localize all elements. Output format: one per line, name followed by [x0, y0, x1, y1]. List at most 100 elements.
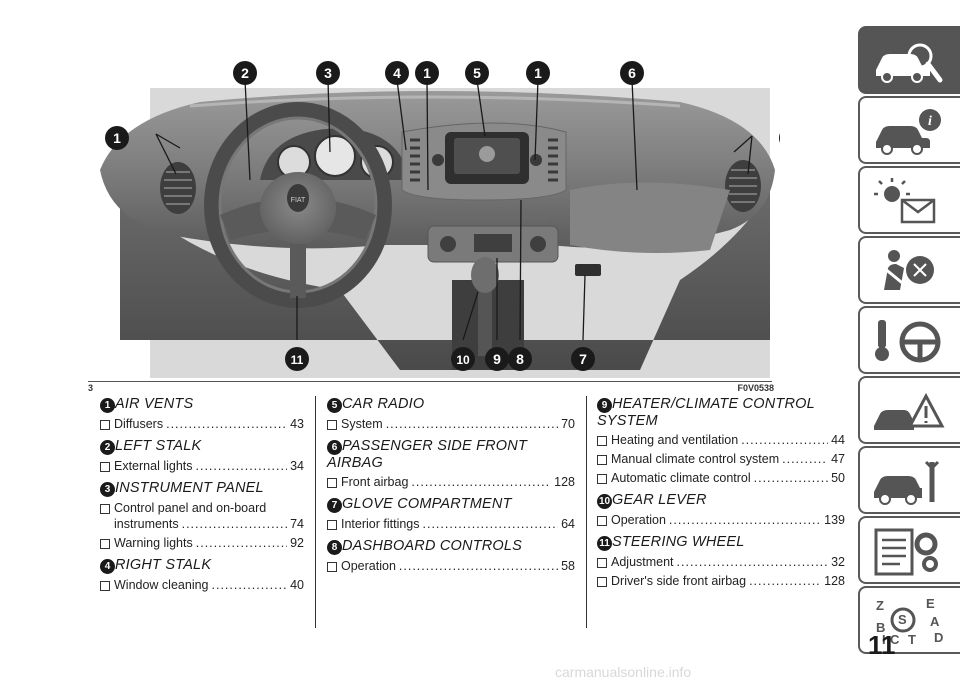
svg-text:6: 6: [628, 65, 636, 81]
index-entry[interactable]: Adjustment32: [597, 554, 845, 570]
svg-text:1: 1: [534, 65, 542, 81]
figure-rule: [88, 381, 772, 382]
bullet-box-icon: [597, 474, 607, 484]
page-ref: 74: [290, 517, 304, 531]
section-number: 9: [597, 398, 612, 413]
index-entry[interactable]: Window cleaning40: [100, 577, 304, 593]
svg-text:S: S: [898, 612, 907, 627]
tab-car-info[interactable]: i: [858, 96, 960, 164]
section-number: 4: [100, 559, 115, 574]
tab-technical-data[interactable]: [858, 516, 960, 584]
tab-maintenance[interactable]: [858, 446, 960, 514]
svg-text:1: 1: [423, 65, 431, 81]
callout-11: 11: [285, 347, 309, 371]
index-entry[interactable]: Warning lights92: [100, 535, 304, 551]
index-entry[interactable]: External lights34: [100, 458, 304, 474]
svg-text:11: 11: [291, 353, 304, 367]
bullet-box-icon: [327, 478, 337, 488]
svg-text:10: 10: [456, 353, 470, 367]
svg-text:7: 7: [579, 351, 587, 367]
tab-emergency[interactable]: [858, 376, 960, 444]
svg-text:3: 3: [324, 65, 332, 81]
page-ref: 139: [824, 513, 845, 527]
bullet-box-icon: [597, 577, 607, 587]
callout-9: 9: [485, 347, 509, 371]
svg-text:2: 2: [241, 65, 249, 81]
page-ref: 128: [554, 475, 575, 489]
warning-lights-icon: [874, 178, 936, 224]
svg-text:8: 8: [516, 351, 524, 367]
bullet-box-icon: [100, 462, 110, 472]
bullet-box-icon: [597, 516, 607, 526]
figure-number: 3: [88, 383, 94, 393]
section-title: PASSENGER SIDE FRONT: [342, 438, 528, 454]
tab-warning-lights[interactable]: [858, 166, 960, 234]
index-entry[interactable]: Control panel and on-board: [100, 500, 304, 516]
svg-text:T: T: [908, 632, 916, 647]
glove-compartment: [570, 182, 730, 276]
svg-text:i: i: [928, 114, 932, 129]
car-emergency-icon: [874, 392, 945, 430]
callout-6: 6: [620, 61, 644, 85]
car-search-icon: [876, 43, 943, 83]
tab-starting-driving[interactable]: [858, 306, 960, 374]
index-entry[interactable]: System70: [327, 416, 575, 432]
air-vent-left: [160, 162, 196, 214]
page-ref: 50: [831, 471, 845, 485]
bullet-box-icon: [100, 539, 110, 549]
index-entry[interactable]: Interior fittings64: [327, 516, 575, 532]
callout-7: 7: [571, 347, 595, 371]
section-title: STEERING WHEEL: [612, 534, 745, 550]
svg-text:E: E: [926, 596, 935, 611]
page-ref: 32: [831, 555, 845, 569]
fiat-logo: FIAT: [291, 197, 306, 204]
svg-text:B: B: [876, 620, 885, 635]
page-ref: 34: [290, 459, 304, 473]
technical-data-icon: [874, 528, 938, 576]
tab-index[interactable]: Z E S A B C T D I: [858, 586, 960, 654]
section-number: 1: [100, 398, 115, 413]
column-divider: [315, 396, 316, 628]
air-vent-right: [725, 160, 761, 212]
seatbelt-airbag-icon: [883, 250, 934, 290]
svg-text:C: C: [890, 632, 900, 647]
index-entry[interactable]: Manual climate control system47: [597, 451, 845, 467]
index-entry[interactable]: Driver's side front airbag128: [597, 573, 845, 589]
index-entry[interactable]: Diffusers43: [100, 416, 304, 432]
section-number: 3: [100, 482, 115, 497]
bullet-box-icon: [327, 562, 337, 572]
page-ref: 128: [824, 574, 845, 588]
center-console: [401, 122, 567, 263]
section-title: INSTRUMENT PANEL: [115, 480, 264, 496]
section-number: 8: [327, 540, 342, 555]
page-ref: 47: [831, 452, 845, 466]
index-entry-continued[interactable]: instruments74: [100, 516, 304, 532]
car-maintenance-icon: [874, 460, 940, 505]
index-entry[interactable]: Operation139: [597, 512, 845, 528]
section-title: GLOVE COMPARTMENT: [342, 496, 512, 512]
callout-3: 3: [316, 61, 340, 85]
index-entry[interactable]: Operation58: [327, 558, 575, 574]
key-steering-wheel-icon: [875, 320, 941, 363]
page-ref: 43: [290, 417, 304, 431]
index-icon: Z E S A B C T D I: [876, 596, 943, 647]
index-entry[interactable]: Heating and ventilation44: [597, 432, 845, 448]
index-entry[interactable]: Front airbag128: [327, 474, 575, 490]
svg-text:Z: Z: [876, 598, 884, 613]
index-entry[interactable]: Automatic climate control50: [597, 470, 845, 486]
svg-text:1: 1: [113, 130, 121, 146]
bullet-box-icon: [327, 420, 337, 430]
page-ref: 40: [290, 578, 304, 592]
tab-car-search[interactable]: [858, 26, 960, 94]
svg-text:I: I: [882, 632, 886, 647]
section-title-continued: SYSTEM: [597, 413, 658, 429]
bullet-box-icon: [597, 455, 607, 465]
tab-safety[interactable]: [858, 236, 960, 304]
page-ref: 92: [290, 536, 304, 550]
